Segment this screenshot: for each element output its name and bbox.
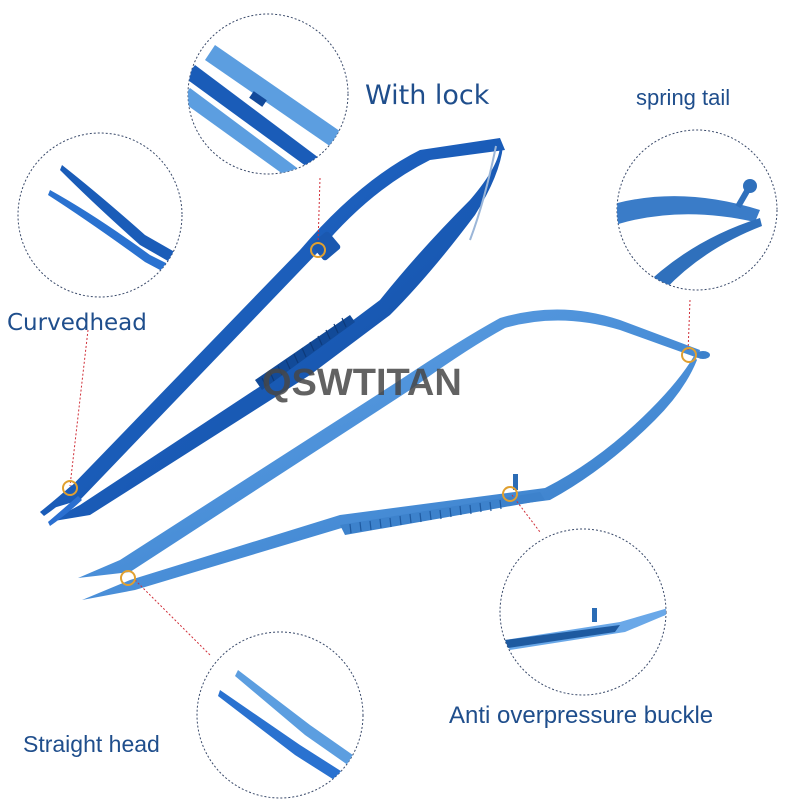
brand-watermark: QSWTITAN <box>262 362 462 404</box>
callout-label-curved-head: Curvedhead <box>7 310 147 336</box>
straight-needle-holder <box>78 309 710 600</box>
magnifier-curved-head <box>17 132 183 298</box>
marker-spring <box>681 347 697 363</box>
magnifier-with-lock <box>187 13 349 175</box>
leader-lines <box>69 177 691 656</box>
callout-markers <box>62 242 697 586</box>
marker-lock <box>310 242 326 258</box>
curved-needle-holder <box>40 138 505 526</box>
callout-label-spring-tail: spring tail <box>636 85 731 110</box>
callout-label-anti-overpressure: Anti overpressure buckle <box>449 702 714 729</box>
marker-anti <box>502 486 518 502</box>
callout-label-with-lock: With lock <box>365 80 490 111</box>
marker-straight <box>120 570 136 586</box>
magnifier-spring-tail <box>616 129 778 291</box>
magnifier-straight-head <box>196 631 364 799</box>
marker-curved <box>62 480 78 496</box>
magnifier-anti-overpressure <box>499 528 667 696</box>
callout-label-straight-head: Straight head <box>23 731 160 757</box>
